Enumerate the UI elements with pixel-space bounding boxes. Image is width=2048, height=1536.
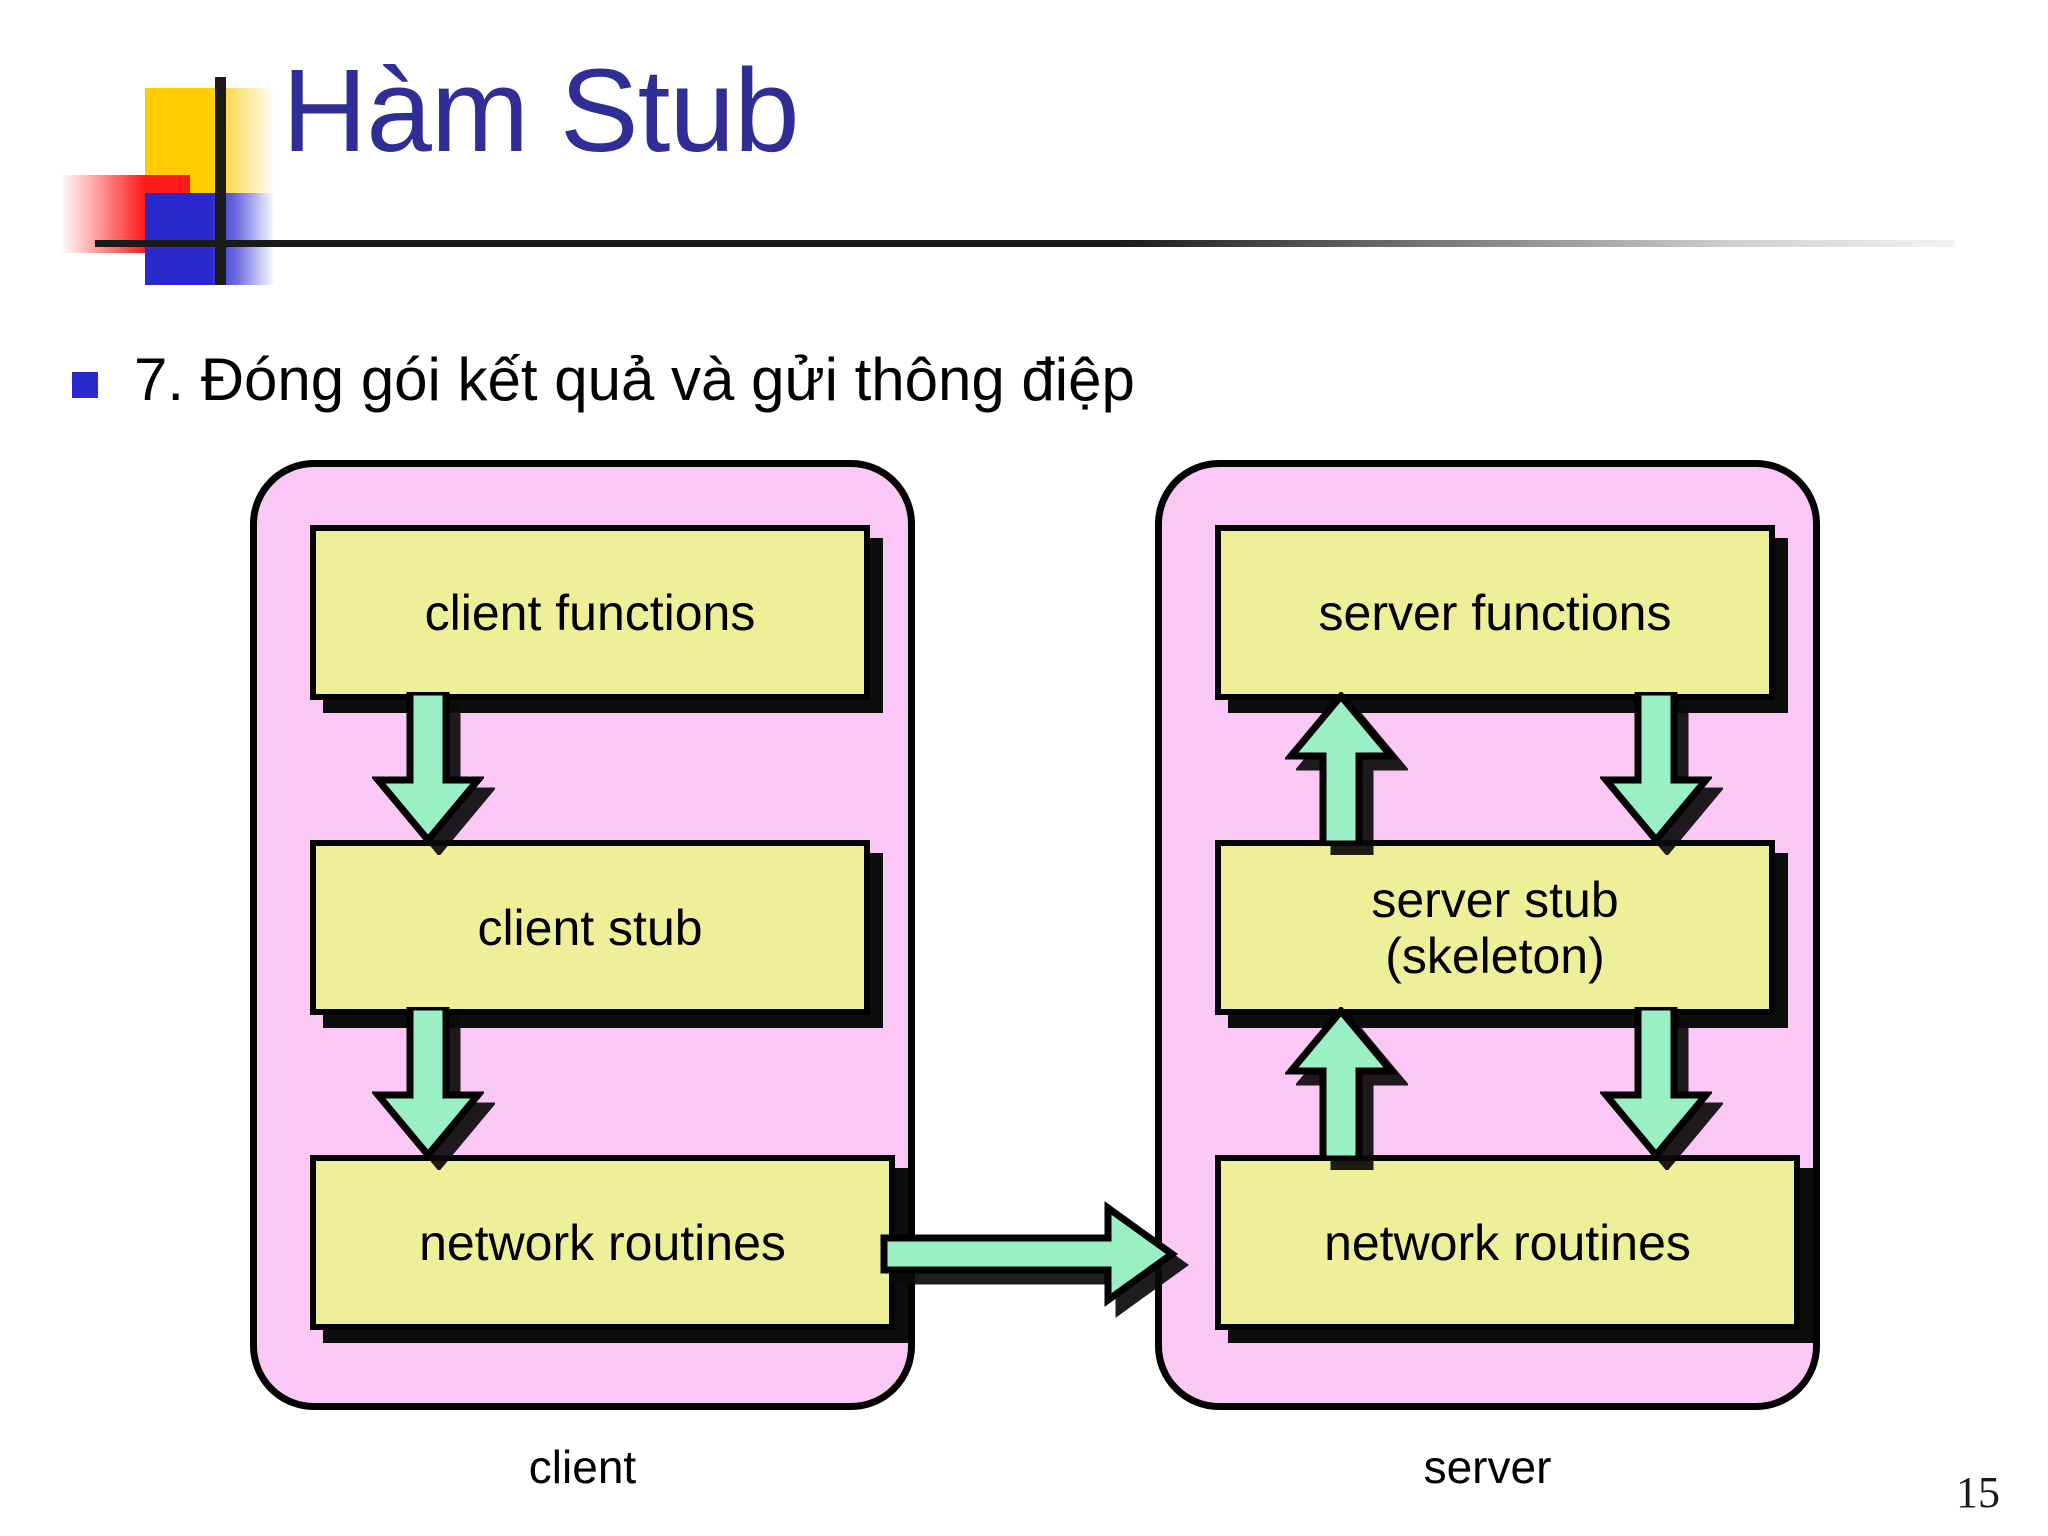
box-server-stub-line2: (skeleton)	[1385, 927, 1605, 984]
square-bullet-icon	[72, 371, 98, 398]
page-number: 15	[1956, 1468, 2000, 1517]
box-server-network-routines: network routines	[1215, 1155, 1800, 1330]
box-client-network-routines: network routines	[310, 1155, 895, 1330]
arrow-down-client-functions-to-stub	[372, 692, 484, 844]
arrow-down-server-stub-to-network	[1600, 1007, 1712, 1159]
arrow-up-server-stub-to-functions	[1285, 692, 1397, 844]
slide-header: Hàm Stub	[0, 0, 2048, 300]
bullet-row: 7. Đóng gói kết quả và gửi thông điệp	[72, 345, 1135, 414]
box-client-stub: client stub	[310, 840, 870, 1015]
box-client-functions: client functions	[310, 525, 870, 700]
crosshair-vertical-line	[215, 77, 226, 285]
bullet-text: 7. Đóng gói kết quả và gửi thông điệp	[134, 346, 1135, 413]
label-server: server	[1423, 1441, 1552, 1493]
arrow-down-server-functions-to-stub	[1600, 692, 1712, 844]
box-server-functions: server functions	[1215, 525, 1775, 700]
blue-square-icon	[145, 193, 275, 285]
slide-logo	[50, 55, 300, 285]
arrow-down-client-stub-to-network	[372, 1007, 484, 1159]
box-server-stub: server stub (skeleton)	[1215, 840, 1775, 1015]
arrow-right-client-network-to-server-network	[880, 1201, 1178, 1307]
stub-architecture-diagram: client functions client stub network rou…	[0, 440, 2048, 1536]
label-client: client	[528, 1441, 637, 1493]
box-server-stub-line1: server stub	[1371, 871, 1619, 928]
page-title: Hàm Stub	[282, 45, 800, 177]
arrow-up-server-network-to-stub	[1285, 1007, 1397, 1159]
header-divider-line	[95, 240, 1955, 247]
